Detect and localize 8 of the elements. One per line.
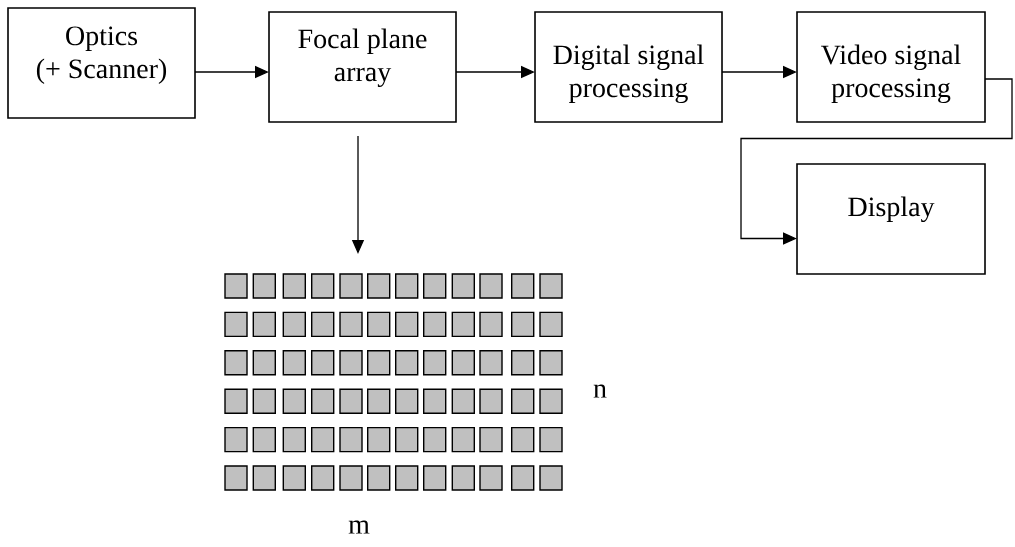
process-box: Video signal processing xyxy=(796,11,986,123)
process-box: Display xyxy=(796,163,986,275)
process-box: Focal plane array xyxy=(268,11,457,123)
process-box: Optics (+ Scanner) xyxy=(7,7,196,119)
dimension-label: m xyxy=(348,520,370,534)
process-box: Digital signal processing xyxy=(534,11,723,123)
arrow xyxy=(740,78,1013,245)
dimension-label: n xyxy=(593,384,607,398)
